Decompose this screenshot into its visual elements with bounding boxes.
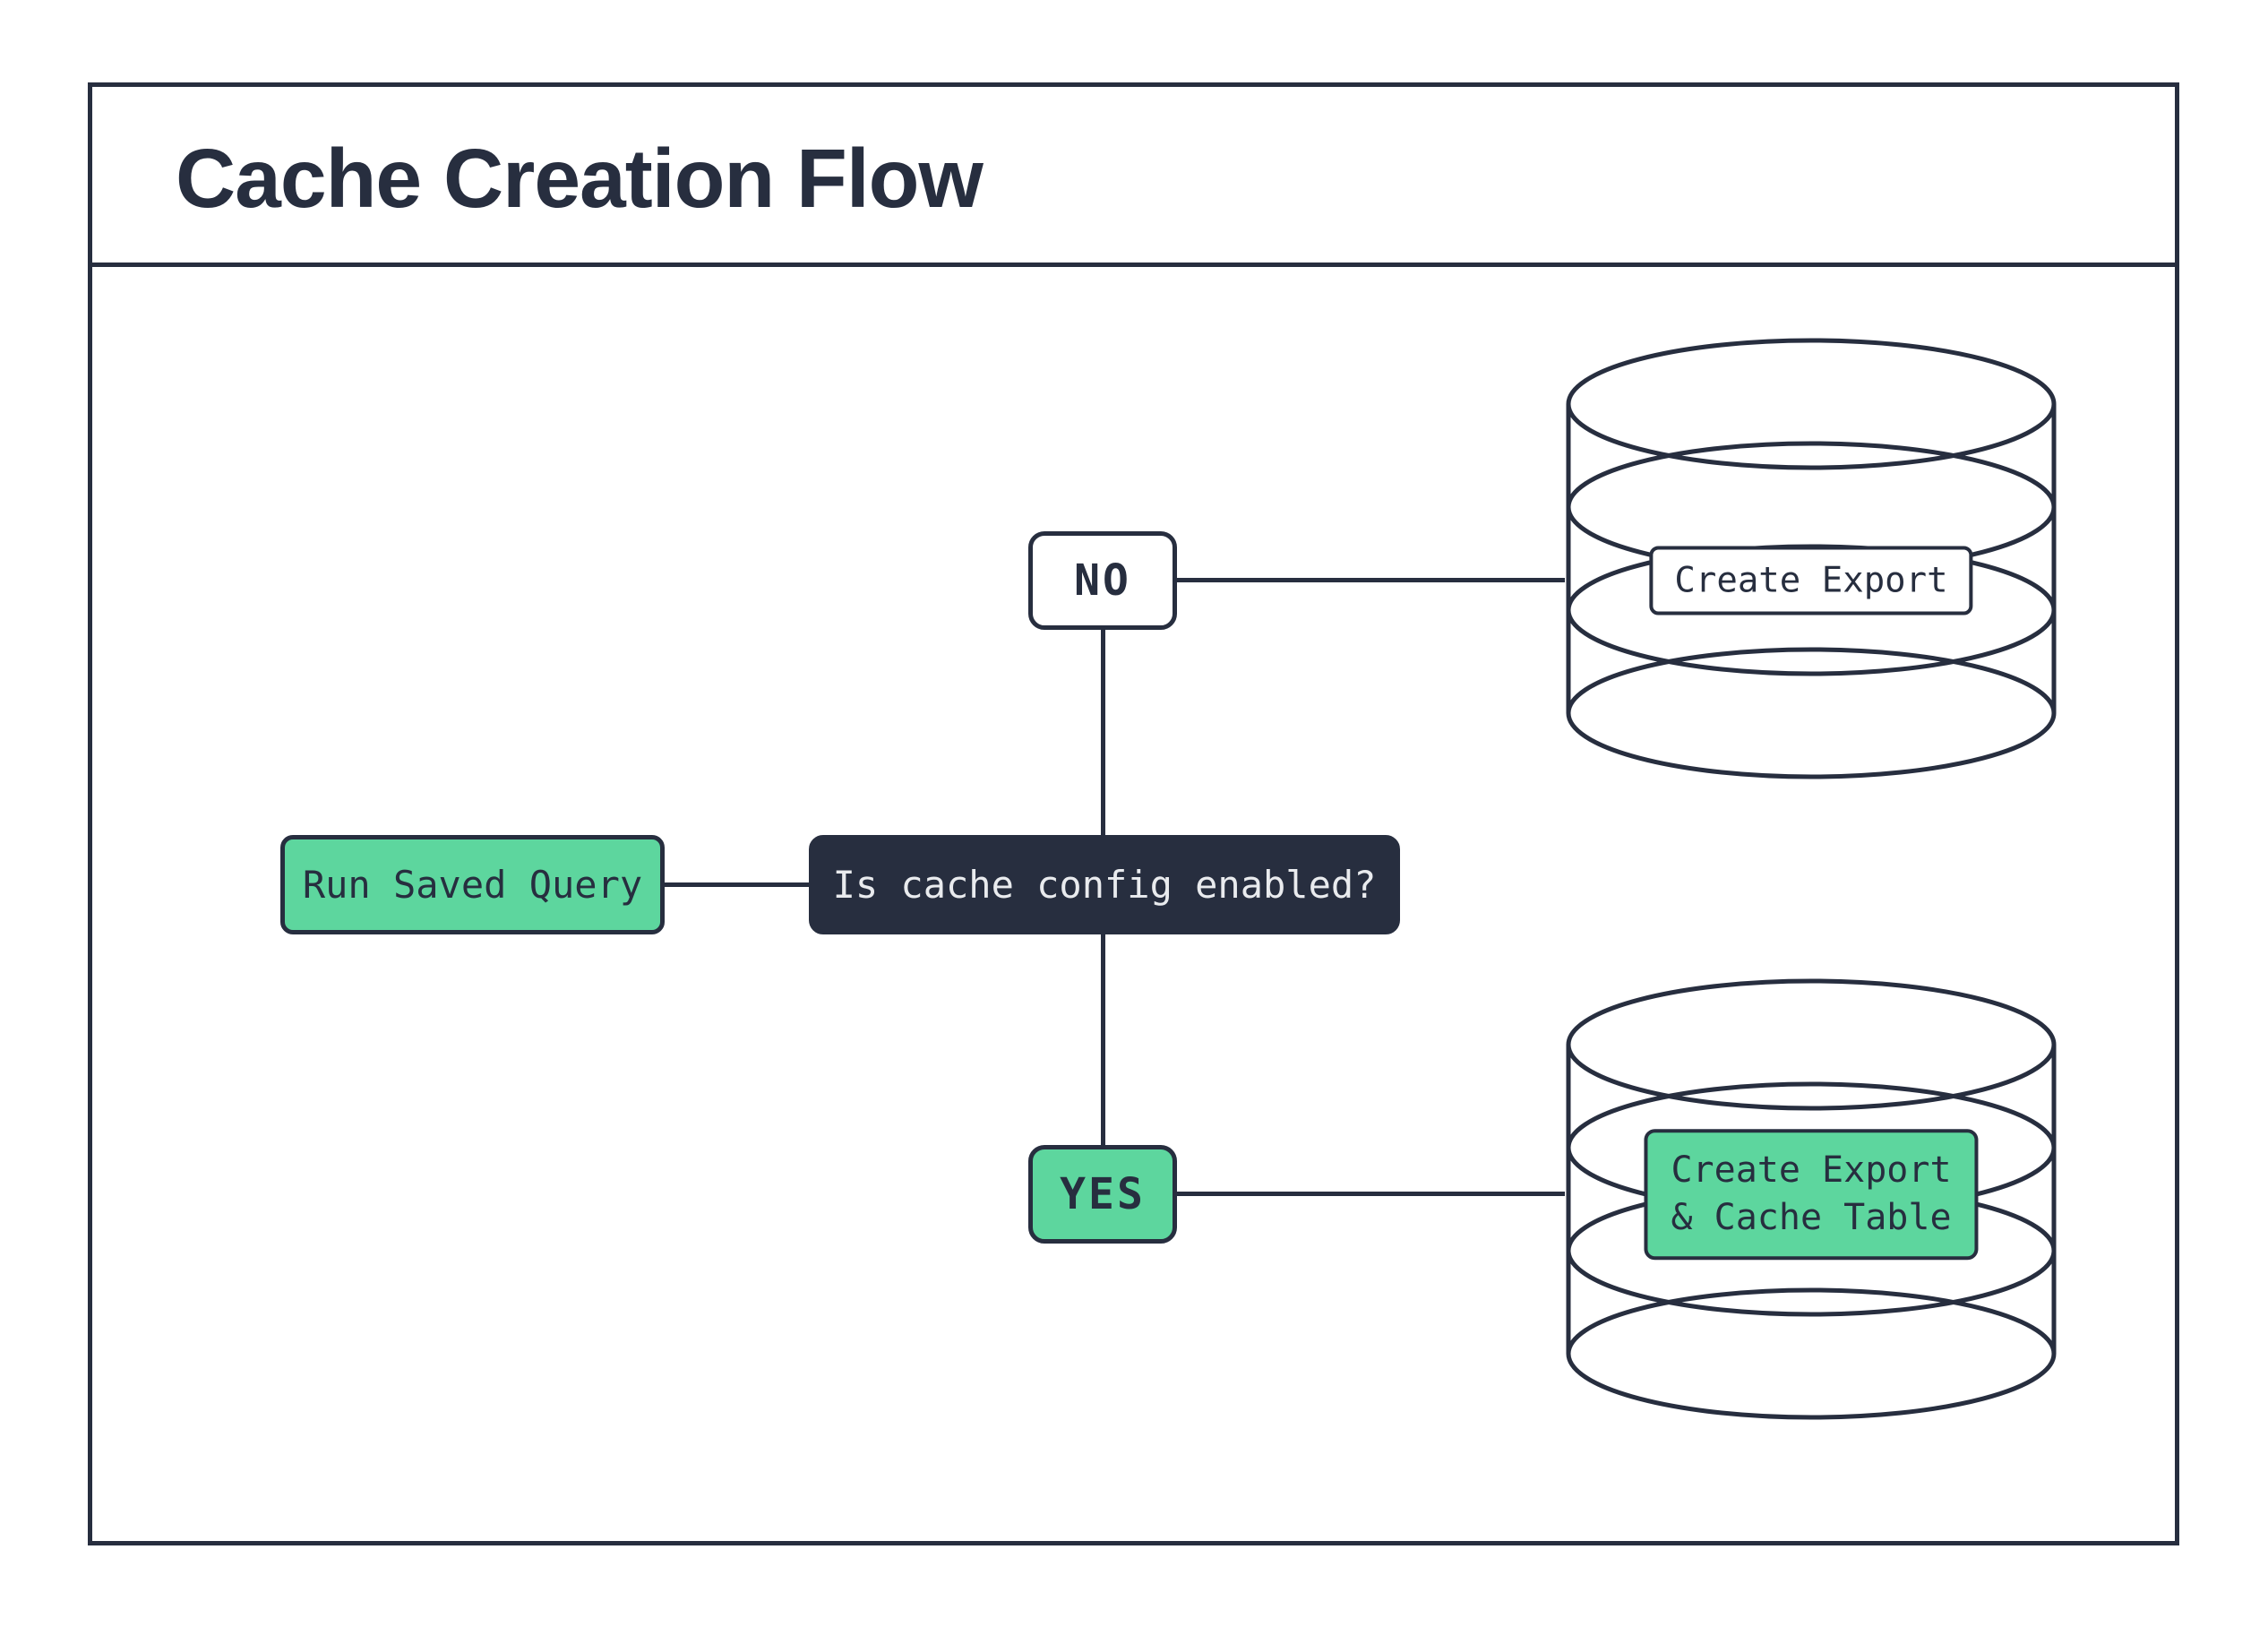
connector-decision-to-yes bbox=[1101, 934, 1105, 1145]
db-label-create-export-cache-table-line1: Create Export bbox=[1671, 1149, 1952, 1192]
connector-no-to-database bbox=[1177, 578, 1565, 582]
db-label-create-export: Create Export bbox=[1649, 546, 1973, 616]
connector-decision-to-no bbox=[1101, 630, 1105, 835]
connector-start-to-decision bbox=[665, 882, 809, 887]
branch-no: NO bbox=[1028, 531, 1177, 630]
title-divider bbox=[88, 263, 2179, 267]
diagram-frame bbox=[88, 82, 2179, 1545]
branch-no-label: NO bbox=[1074, 555, 1131, 606]
branch-yes: YES bbox=[1028, 1145, 1177, 1244]
page-title: Cache Creation Flow bbox=[176, 132, 984, 225]
node-cache-config-decision-label: Is cache config enabled? bbox=[832, 863, 1377, 907]
db-label-create-export-text: Create Export bbox=[1674, 560, 1948, 601]
db-label-create-export-cache-table: Create Export & Cache Table bbox=[1644, 1129, 1979, 1260]
node-cache-config-decision: Is cache config enabled? bbox=[809, 835, 1400, 934]
database-cylinder-icon bbox=[1566, 338, 2057, 779]
node-run-saved-query: Run Saved Query bbox=[280, 835, 665, 934]
db-label-create-export-cache-table-line2: & Cache Table bbox=[1671, 1197, 1952, 1238]
connector-yes-to-database bbox=[1177, 1192, 1565, 1196]
branch-yes-label: YES bbox=[1060, 1169, 1146, 1219]
node-run-saved-query-label: Run Saved Query bbox=[302, 863, 643, 907]
